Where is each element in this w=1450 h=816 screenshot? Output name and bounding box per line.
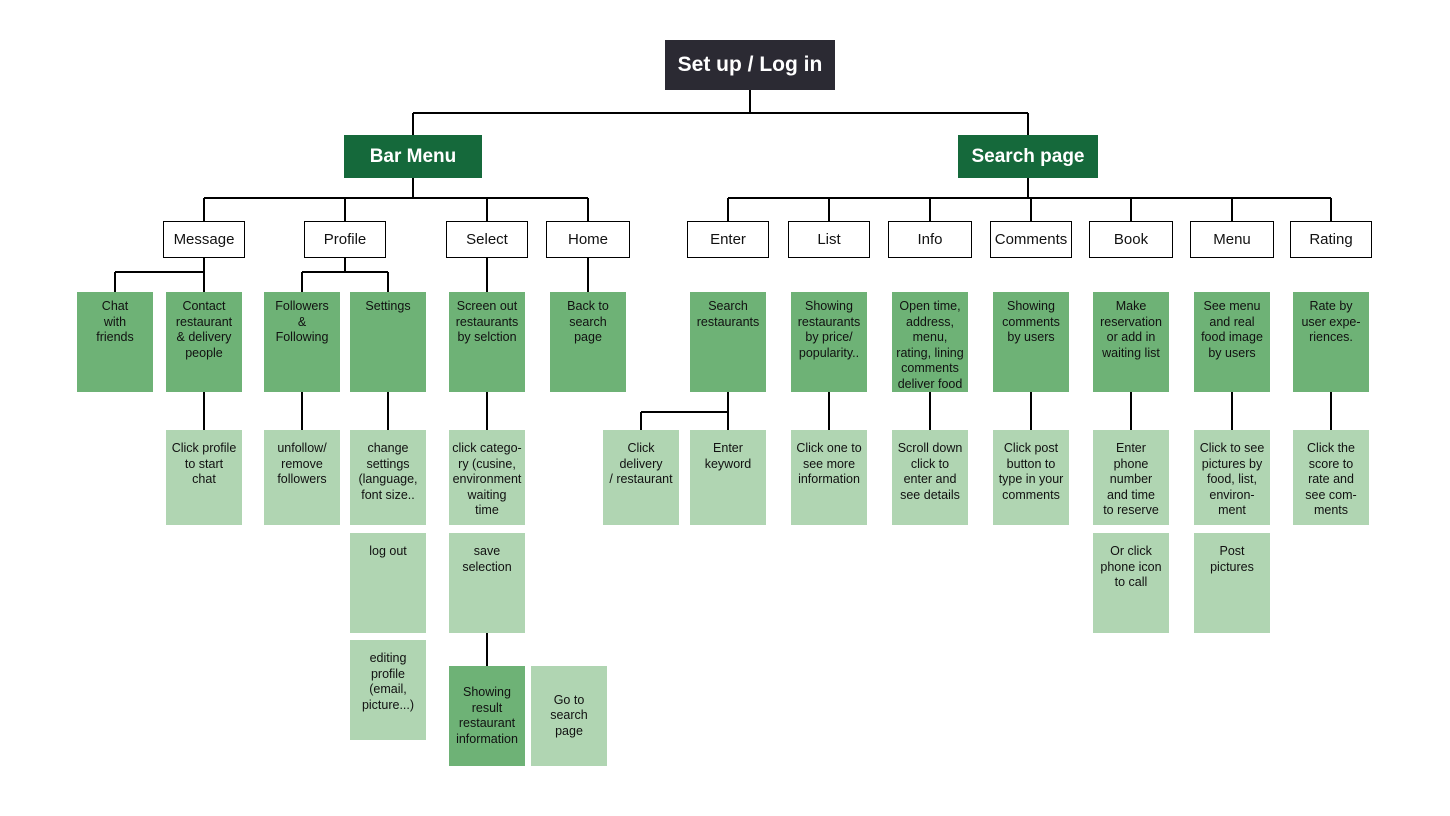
comments-node: Comments [990, 221, 1072, 258]
menu-node-label: Menu [1213, 231, 1251, 248]
or-click-phone-node-label: Or click phone icon to call [1100, 544, 1162, 589]
save-selection-node-label: save selection [462, 544, 512, 574]
click-to-see-pictures-node-label: Click to see pictures by food, list, env… [1199, 441, 1265, 517]
save-selection-node: save selection [449, 533, 525, 633]
chat-with-friends-node-label: Chat with friends [96, 299, 134, 344]
screen-out-restaurants-node: Screen out restaurants by selction [449, 292, 525, 392]
or-click-phone-node: Or click phone icon to call [1093, 533, 1169, 633]
info-node: Info [888, 221, 972, 258]
open-time-node-label: Open time, address, menu, rating, lining… [896, 299, 964, 391]
change-settings-node: change settings (language, font size.. [350, 430, 426, 525]
message-node: Message [163, 221, 245, 258]
showing-comments-node-label: Showing comments by users [1002, 299, 1060, 344]
search-restaurants-node-label: Search restaurants [696, 299, 760, 329]
see-menu-node-label: See menu and real food image by users [1201, 299, 1263, 360]
click-one-node-label: Click one to see more information [796, 441, 862, 486]
click-score-node: Click the score to rate and see com- men… [1293, 430, 1369, 525]
bar-menu-node: Bar Menu [344, 135, 482, 178]
book-node-label: Book [1113, 231, 1149, 248]
list-node: List [788, 221, 870, 258]
enter-keyword-node: Enter keyword [690, 430, 766, 525]
rating-node: Rating [1290, 221, 1372, 258]
change-settings-node-label: change settings (language, font size.. [358, 441, 418, 502]
contact-restaurant-node: Contact restaurant & delivery people [166, 292, 242, 392]
unfollow-node-label: unfollow/ remove followers [277, 441, 327, 486]
chat-with-friends-node: Chat with friends [77, 292, 153, 392]
list-node-label: List [817, 231, 841, 248]
showing-comments-node: Showing comments by users [993, 292, 1069, 392]
click-category-node-label: click catego- ry (cusine, environment wa… [452, 441, 522, 517]
showing-result-node: Showing result restaurant information [449, 666, 525, 766]
rating-node-label: Rating [1309, 231, 1353, 248]
settings-node-label: Settings [365, 299, 411, 313]
unfollow-node: unfollow/ remove followers [264, 430, 340, 525]
followers-following-node-label: Followers & Following [275, 299, 329, 344]
log-out-node-label: log out [369, 544, 407, 558]
back-to-search-node: Back to search page [550, 292, 626, 392]
editing-profile-node-label: editing profile (email, picture...) [361, 651, 415, 712]
see-menu-node: See menu and real food image by users [1194, 292, 1270, 392]
info-node-label: Info [917, 231, 943, 248]
rate-by-user-node: Rate by user expe- riences. [1293, 292, 1369, 392]
select-node-label: Select [466, 231, 508, 248]
screen-out-restaurants-node-label: Screen out restaurants by selction [455, 299, 519, 344]
rate-by-user-node-label: Rate by user expe- riences. [1301, 299, 1361, 344]
click-category-node: click catego- ry (cusine, environment wa… [449, 430, 525, 525]
make-reservation-node: Make reservation or add in waiting list [1093, 292, 1169, 392]
click-one-node: Click one to see more information [791, 430, 867, 525]
click-to-see-pictures-node: Click to see pictures by food, list, env… [1194, 430, 1270, 525]
click-profile-node: Click profile to start chat [166, 430, 242, 525]
go-to-search-node-label: Go to search page [550, 692, 588, 738]
post-pictures-node-label: Post pictures [1210, 544, 1254, 574]
showing-restaurants-node: Showing restaurants by price/ popularity… [791, 292, 867, 392]
click-score-node-label: Click the score to rate and see com- men… [1305, 441, 1357, 517]
showing-restaurants-node-label: Showing restaurants by price/ popularity… [797, 299, 861, 360]
enter-keyword-node-label: Enter keyword [704, 441, 752, 471]
scroll-down-node: Scroll down click to enter and see detai… [892, 430, 968, 525]
setup-login-node: Set up / Log in [665, 40, 835, 90]
contact-restaurant-node-label: Contact restaurant & delivery people [175, 299, 233, 360]
settings-node: Settings [350, 292, 426, 392]
enter-node: Enter [687, 221, 769, 258]
enter-phone-node-label: Enter phone number and time to reserve [1103, 441, 1159, 517]
editing-profile-node: editing profile (email, picture...) [350, 640, 426, 740]
click-profile-node-label: Click profile to start chat [171, 441, 237, 486]
click-delivery-node: Click delivery / restaurant [603, 430, 679, 525]
search-restaurants-node: Search restaurants [690, 292, 766, 392]
back-to-search-node-label: Back to search page [567, 299, 609, 344]
select-node: Select [446, 221, 528, 258]
enter-phone-node: Enter phone number and time to reserve [1093, 430, 1169, 525]
enter-node-label: Enter [710, 231, 746, 248]
home-node-label: Home [567, 231, 608, 248]
bar-menu-node-label: Bar Menu [369, 145, 457, 167]
profile-node-label: Profile [323, 231, 367, 248]
profile-node: Profile [304, 221, 386, 258]
followers-following-node: Followers & Following [264, 292, 340, 392]
search-page-node: Search page [958, 135, 1098, 178]
make-reservation-node-label: Make reservation or add in waiting list [1100, 299, 1162, 360]
comments-node-label: Comments [994, 231, 1068, 248]
click-delivery-node-label: Click delivery / restaurant [609, 441, 673, 486]
search-page-node-label: Search page [971, 145, 1085, 167]
menu-node: Menu [1190, 221, 1274, 258]
book-node: Book [1089, 221, 1173, 258]
click-post-node-label: Click post button to type in your commen… [998, 441, 1064, 502]
click-post-node: Click post button to type in your commen… [993, 430, 1069, 525]
go-to-search-node: Go to search page [531, 666, 607, 766]
showing-result-node-label: Showing result restaurant information [456, 685, 518, 746]
message-node-label: Message [173, 231, 235, 248]
log-out-node: log out [350, 533, 426, 633]
scroll-down-node-label: Scroll down click to enter and see detai… [897, 441, 963, 502]
open-time-node: Open time, address, menu, rating, lining… [892, 292, 968, 392]
post-pictures-node: Post pictures [1194, 533, 1270, 633]
setup-login-node-label: Set up / Log in [677, 53, 823, 76]
home-node: Home [546, 221, 630, 258]
